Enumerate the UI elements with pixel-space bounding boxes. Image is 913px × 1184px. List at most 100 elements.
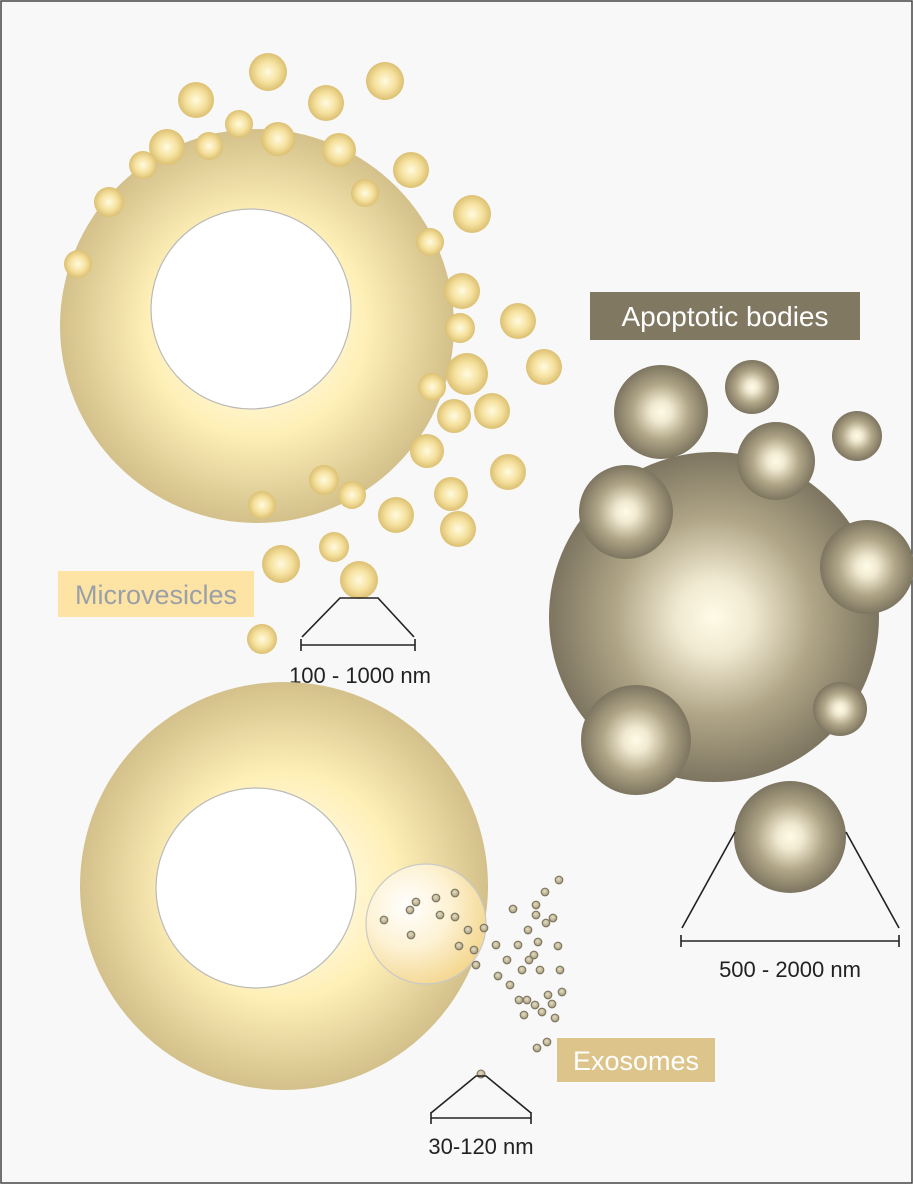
exosome (555, 965, 565, 975)
apoptotic-bodies (579, 360, 913, 795)
microvesicle (437, 399, 471, 433)
exosomes-label: Exosomes (557, 1038, 715, 1082)
microvesicle (434, 477, 468, 511)
apoptotic-size-range: 500 - 2000 nm (719, 957, 861, 982)
exosome (535, 965, 545, 975)
cell-nucleus (155, 787, 357, 989)
apoptotic-body (725, 360, 779, 414)
cell-nucleus (150, 208, 352, 410)
apoptotic-bodies-label-text: Apoptotic bodies (621, 301, 828, 332)
exosome (530, 1000, 540, 1010)
microvesicle (474, 393, 510, 429)
microvesicle (445, 313, 475, 343)
exosome (450, 888, 460, 898)
apoptotic-scale-body (734, 781, 846, 893)
exosome (479, 923, 489, 933)
microvesicle (247, 624, 277, 654)
exosome (517, 965, 527, 975)
microvesicle (490, 454, 526, 490)
exosome (523, 925, 533, 935)
apoptotic-scale (680, 781, 900, 947)
exosome (522, 995, 532, 1005)
microvesicle (64, 250, 92, 278)
microvesicle (366, 62, 404, 100)
exosome (514, 995, 524, 1005)
microvesicle (322, 133, 356, 167)
microvesicle (526, 349, 562, 385)
exosome (463, 925, 473, 935)
exosomes-label-bg (557, 1038, 715, 1082)
exosomes-scale (430, 1069, 532, 1124)
apoptotic-body (614, 365, 708, 459)
exosome (550, 1013, 560, 1023)
microvesicle (446, 353, 488, 395)
exosome (502, 955, 512, 965)
exosome (537, 1007, 547, 1017)
microvesicle (309, 465, 339, 495)
microvesicle (500, 303, 536, 339)
apoptotic-body (832, 411, 882, 461)
microvesicle (410, 434, 444, 468)
microvesicle (444, 273, 480, 309)
exosome (469, 945, 479, 955)
apoptotic-body (581, 685, 691, 795)
exosome (541, 918, 551, 928)
microvesicles (64, 53, 562, 654)
exosome (553, 941, 563, 951)
microvesicle (416, 228, 444, 256)
exosome (524, 955, 534, 965)
apoptotic-bodies-label: Apoptotic bodies (590, 292, 860, 340)
microvesicles-scale-wedge (301, 597, 415, 638)
exosome (435, 910, 445, 920)
apoptotic-body (737, 422, 815, 500)
microvesicle (262, 545, 300, 583)
exosome (411, 897, 421, 907)
microvesicles-label: Microvesicles (58, 571, 254, 617)
apoptotic-scale-edge-left (681, 831, 736, 929)
microvesicle (248, 491, 276, 519)
exosome (454, 941, 464, 951)
exosome (505, 980, 515, 990)
apoptotic-body (820, 520, 913, 614)
microvesicle (351, 179, 379, 207)
exosome (431, 893, 441, 903)
exosome (531, 910, 541, 920)
microvesicle (249, 53, 287, 91)
microvesicle (319, 532, 349, 562)
exosome (508, 904, 518, 914)
exosome (513, 940, 523, 950)
microvesicles-size-range: 100 - 1000 nm (289, 663, 431, 688)
exosome (543, 990, 553, 1000)
exosome (406, 930, 416, 940)
apoptotic-body (579, 465, 673, 559)
microvesicle (393, 152, 429, 188)
exosome (450, 912, 460, 922)
apoptotic-body (813, 682, 867, 736)
microvesicle (225, 110, 253, 138)
microvesicle (378, 497, 414, 533)
microvesicle (440, 511, 476, 547)
microvesicle (94, 187, 124, 217)
exosomes-label-text: Exosomes (573, 1046, 699, 1076)
exosome (548, 913, 558, 923)
exosome (471, 960, 481, 970)
microvesicle (340, 561, 378, 599)
microvesicle (129, 151, 157, 179)
exosome-cell (80, 682, 488, 1090)
exosome (531, 900, 541, 910)
exosome (532, 1043, 542, 1053)
exosome (519, 1010, 529, 1020)
microvesicles-label-text: Microvesicles (75, 580, 237, 610)
microvesicles-scale (300, 597, 416, 651)
exosome (542, 1037, 552, 1047)
exosome (540, 887, 550, 897)
microvesicle (453, 195, 491, 233)
exosome (557, 987, 567, 997)
exosomes-size-range: 30-120 nm (428, 1134, 533, 1159)
apoptotic-bodies-label-bg (590, 292, 860, 340)
microvesicle (149, 129, 185, 165)
exosome (533, 937, 543, 947)
exosome (554, 875, 564, 885)
microvesicle (308, 85, 344, 121)
